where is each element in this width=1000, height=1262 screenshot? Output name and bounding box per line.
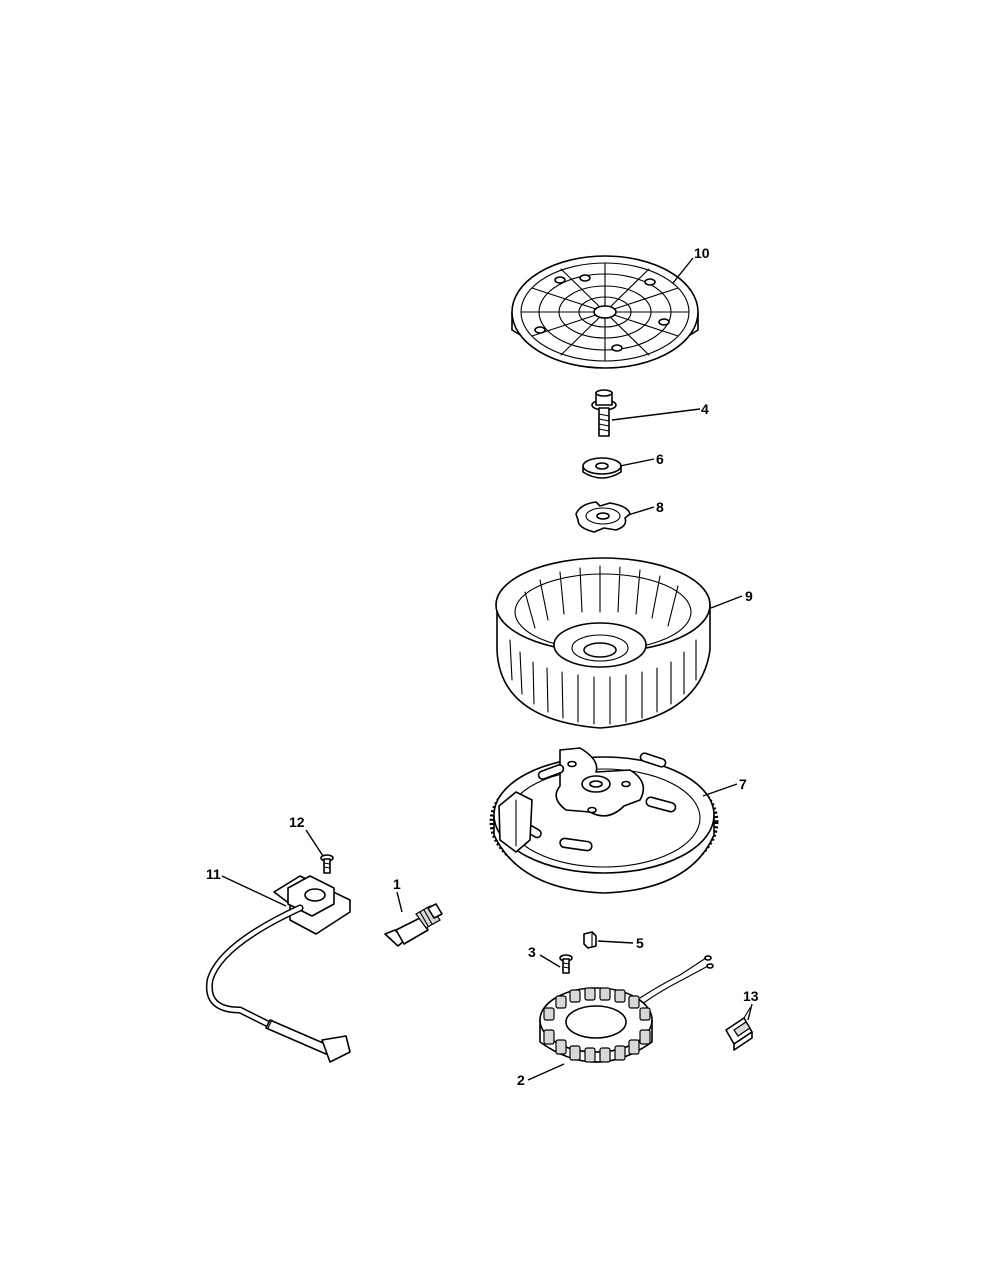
callout-12: 12 — [289, 814, 305, 830]
leader-9 — [710, 595, 743, 609]
leader-1 — [396, 891, 403, 913]
part-9-cooling-fan — [495, 557, 711, 729]
callout-7: 7 — [739, 776, 747, 792]
leader-4 — [611, 408, 701, 421]
callout-1: 1 — [393, 876, 401, 892]
callout-5: 5 — [636, 935, 644, 951]
part-5-key — [583, 931, 597, 949]
leader-13 — [747, 1003, 753, 1021]
leader-11 — [221, 875, 287, 907]
part-3-screw — [559, 954, 573, 974]
leader-7 — [702, 783, 738, 797]
leader-5 — [597, 940, 634, 944]
callout-4: 4 — [701, 401, 709, 417]
callout-13: 13 — [743, 988, 759, 1004]
leader-10 — [672, 257, 694, 284]
leader-3 — [539, 954, 561, 968]
part-2-stator — [539, 955, 714, 1063]
part-10-fan-screen — [511, 255, 699, 369]
callout-3: 3 — [528, 944, 536, 960]
callout-labels: 10 4 6 8 9 7 12 11 1 5 3 13 2 — [206, 245, 759, 1088]
leader-12 — [305, 829, 324, 857]
part-1-spark-plug — [384, 903, 443, 947]
part-4-flange-bolt — [591, 389, 617, 437]
callout-6: 6 — [656, 451, 664, 467]
part-6-washer — [582, 457, 622, 479]
callout-10: 10 — [694, 245, 710, 261]
leader-6 — [619, 458, 655, 467]
callout-9: 9 — [745, 588, 753, 604]
leader-8 — [627, 506, 655, 516]
callout-2: 2 — [517, 1072, 525, 1088]
part-7-flywheel — [489, 747, 719, 894]
leader-2 — [527, 1063, 565, 1081]
part-13-connector — [725, 1007, 753, 1051]
callout-8: 8 — [656, 499, 664, 515]
callout-11: 11 — [206, 866, 221, 882]
part-12-screw — [320, 854, 334, 874]
part-8-fan-retainer — [575, 501, 631, 533]
leader-lines — [221, 257, 753, 1081]
part-11-ignition-module — [205, 875, 351, 1063]
